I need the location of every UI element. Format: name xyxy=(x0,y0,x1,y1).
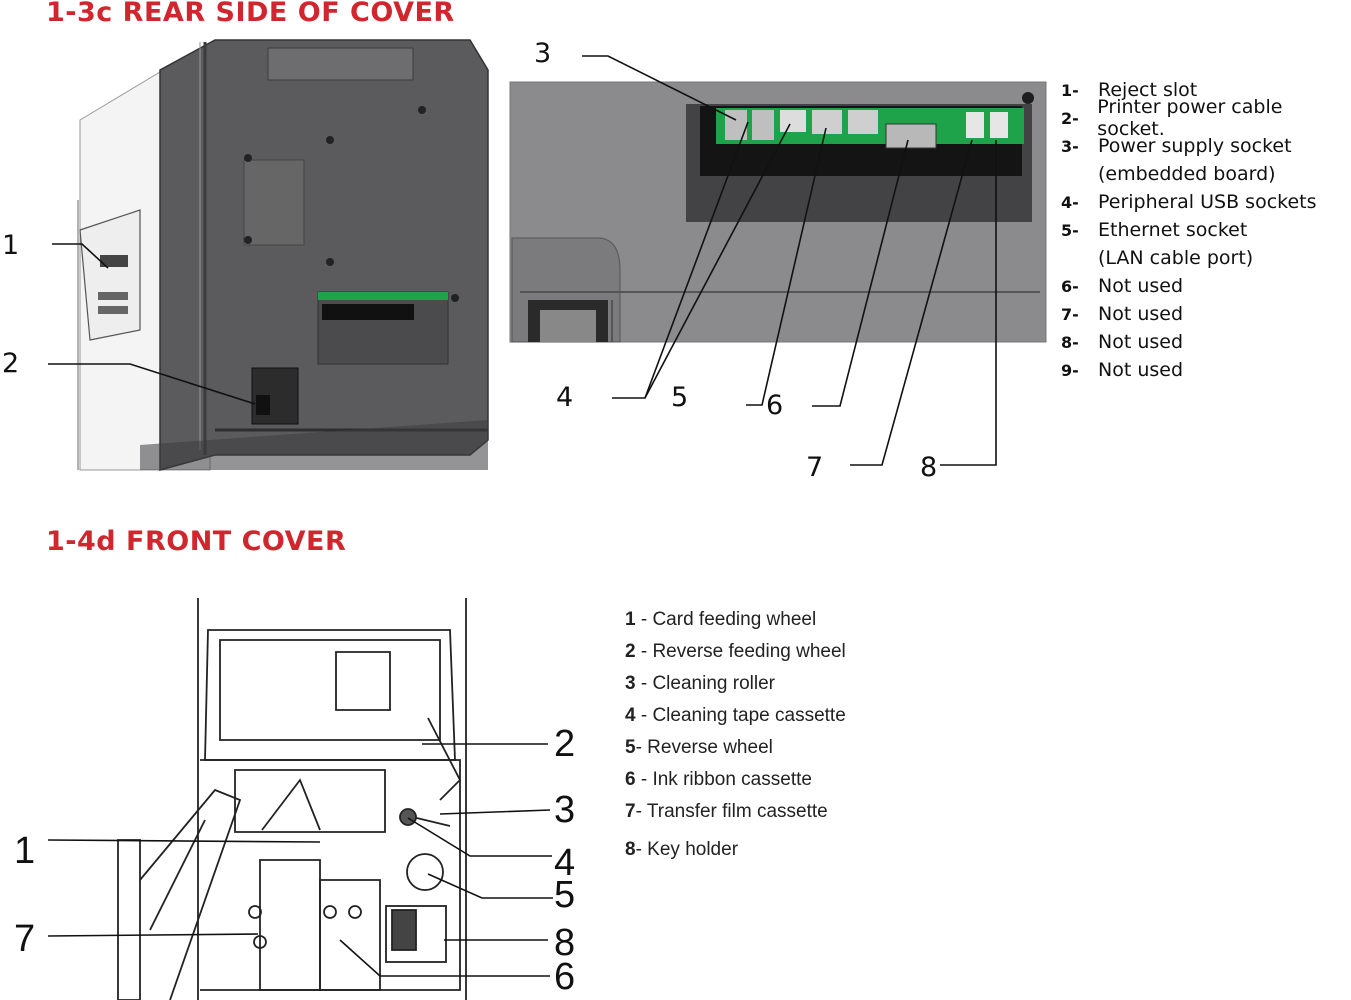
legend-item: 4 - Cleaning tape cassette xyxy=(625,705,846,726)
callout-front-4: 4 xyxy=(554,842,576,884)
legend-item: 3 - Cleaning roller xyxy=(625,673,775,694)
callout-front-3: 3 xyxy=(554,789,576,831)
callout-front-5: 5 xyxy=(554,874,576,916)
legend-item: 1-Reject slot xyxy=(1061,79,1198,101)
rear-legend: 1-Reject slot 2-Printer power cable sock… xyxy=(1061,76,1351,384)
legend-item: 8-Not used xyxy=(1061,331,1184,353)
rear-printer-image xyxy=(77,39,489,471)
callout-rear-1: 1 xyxy=(2,230,20,261)
legend-item: 7-Not used xyxy=(1061,303,1184,325)
callout-front-1: 1 xyxy=(14,830,36,872)
legend-item: 4-Peripheral USB sockets xyxy=(1061,191,1317,213)
legend-item: 8- Key holder xyxy=(625,839,739,860)
section-title-front: 1-4d FRONT COVER xyxy=(46,526,347,557)
callout-rear-6: 6 xyxy=(766,390,784,421)
front-leader-lines xyxy=(47,743,553,977)
legend-item: 2 - Reverse feeding wheel xyxy=(625,641,846,662)
legend-item: 5- Reverse wheel xyxy=(625,737,773,758)
callout-front-8: 8 xyxy=(554,922,576,964)
callout-rear-5: 5 xyxy=(671,382,689,413)
legend-item-continuation: (LAN cable port) xyxy=(1098,247,1254,269)
callout-front-7: 7 xyxy=(14,918,36,960)
callout-front-6: 6 xyxy=(554,956,576,998)
legend-item-continuation: (embedded board) xyxy=(1098,163,1276,185)
legend-item: 2-Printer power cable socket. xyxy=(1061,96,1283,140)
legend-item: 7- Transfer film cassette xyxy=(625,801,828,822)
front-legend: 1 - Card feeding wheel 2 - Reverse feedi… xyxy=(625,604,846,872)
legend-item: 6-Not used xyxy=(1061,275,1184,297)
callout-front-2: 2 xyxy=(554,723,576,765)
legend-item: 5-Ethernet socket xyxy=(1061,219,1248,241)
rear-leader-lines xyxy=(48,55,997,466)
callout-rear-4: 4 xyxy=(556,382,574,413)
section-title-rear: 1-3c REAR SIDE OF COVER xyxy=(46,0,455,28)
callout-rear-8: 8 xyxy=(920,452,938,483)
legend-item: 6 - Ink ribbon cassette xyxy=(625,769,812,790)
callout-rear-7: 7 xyxy=(806,452,824,483)
callout-rear-3: 3 xyxy=(534,38,552,69)
callout-rear-2: 2 xyxy=(2,348,20,379)
front-printer-image xyxy=(117,598,467,1000)
legend-item: 1 - Card feeding wheel xyxy=(625,609,817,630)
rear-connector-photo xyxy=(509,81,1047,343)
legend-item: 3-Power supply socket xyxy=(1061,135,1292,157)
legend-item: 9-Not used xyxy=(1061,359,1184,381)
